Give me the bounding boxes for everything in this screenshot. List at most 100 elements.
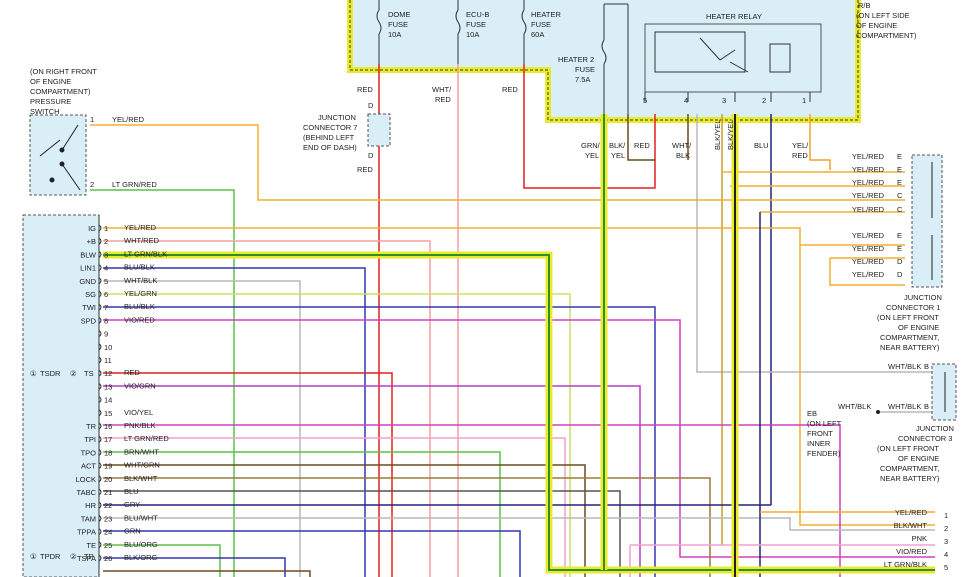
ecu-pin-num-18: 18 (104, 448, 112, 457)
ecu-pin-terminal-18 (98, 449, 102, 456)
ecu-pin-num-13: 13 (104, 382, 112, 391)
ecu-pin-name-25: TE (86, 541, 96, 550)
jc7-line-2: CONNECTOR 7 (303, 123, 357, 132)
jc3-line-5: COMPARTMENT, (880, 464, 939, 473)
tsdr-label: TSDR (40, 369, 61, 378)
jc3-line-6: NEAR BATTERY) (880, 474, 940, 483)
relay-wire-wht-blk: BLK (676, 151, 690, 160)
jc3-pin-2: B (924, 402, 929, 411)
ecu-pin-wire-25: BLU/ORG (124, 540, 158, 549)
jc1-line-3: (ON LEFT FRONT (877, 313, 939, 322)
ecu-pin-name-19: ACT (81, 462, 96, 471)
ecu-pin-num-17: 17 (104, 435, 112, 444)
ts-circle-2: ② (70, 369, 77, 378)
ecu-pin-num-21: 21 (104, 488, 112, 497)
eb-line-4: INNER (807, 439, 831, 448)
jc1-pin-6: E (897, 231, 902, 240)
ecu-pin-num-10: 10 (104, 343, 112, 352)
junction-connector-1: YEL/RED E YEL/RED E YEL/RED E YEL/RED C YEL/RED C… (852, 152, 943, 352)
ecu-pin-wire-18: BRN/WHT (124, 447, 159, 456)
jc1-pin-2: E (897, 165, 902, 174)
ecu-pin-terminal-9 (98, 330, 102, 337)
tpdr-label: TPDR (40, 552, 61, 561)
jc1-line-2: CONNECTOR 1 (886, 303, 940, 312)
jc3-line-2: CONNECTOR 3 (898, 434, 952, 443)
ecu-pin-terminal-19 (98, 462, 102, 469)
pressure-switch-wire-1: YEL/RED (112, 115, 145, 124)
jc3-pin-1: B (924, 362, 929, 371)
ecu-pin-terminal-12 (98, 369, 102, 377)
jc1-wire-9: YEL/RED (852, 270, 885, 279)
ecu-pin-num-6: 6 (104, 290, 108, 299)
jc1-pin-5: C (897, 205, 903, 214)
pressure-switch-line-5: SWITCH (30, 107, 60, 116)
ecu-pin-num-15: 15 (104, 409, 112, 418)
relay-wire-blkyel-1: BLK/YEL (713, 120, 722, 150)
relay-wire-red-bottom: RED (792, 151, 808, 160)
eb-line-2: (ON LEFT (807, 419, 842, 428)
ecu-pin-num-20: 20 (104, 475, 112, 484)
ecu-pin-num-2: 2 (104, 237, 108, 246)
ecu-pin-num-4: 4 (104, 264, 108, 273)
ecu-pin-wire-20: BLK/WHT (124, 474, 158, 483)
ecu-pin-num-3: 3 (104, 250, 108, 259)
jc1-line-1: JUNCTION (904, 293, 942, 302)
ecu-pin-num-19: 19 (104, 462, 112, 471)
ecu-pin-num-1: 1 (104, 224, 108, 233)
wire-label-red-1: RED (357, 85, 373, 94)
relay-wire-yel-top: YEL/ (792, 141, 809, 150)
ecu-pin-name-6: SG (85, 290, 96, 299)
jc3-wire-2: WHT/BLK (888, 402, 921, 411)
bottom-wire-2: BLK/WHT (894, 521, 928, 530)
jc1-wire-6: YEL/RED (852, 231, 885, 240)
junction-connector-7: D D JUNCTION CONNECTOR 7 (BEHIND LEFT EN… (303, 101, 391, 160)
ecu-pin-num-26: 26 (104, 554, 112, 563)
relay-pin-5: 5 (643, 96, 647, 105)
ecu-pin-name-17: TPI (84, 435, 96, 444)
ecu-pin-terminal-14 (98, 396, 102, 403)
ecu-pin-wire-2: WHT/RED (124, 236, 160, 245)
relay-wire-grn: GRN/ (581, 141, 601, 150)
heater2-fuse-label-3: 7.5A (575, 75, 590, 84)
jc1-pin-3: E (897, 178, 902, 187)
ecu-pin-wire-4: BLU/BLK (124, 263, 155, 272)
ecu-pin-terminal-16 (98, 422, 102, 430)
relay-pin-3: 3 (722, 96, 726, 105)
pressure-switch-pin-1: 1 (90, 115, 94, 124)
jc3-line-3: (ON LEFT FRONT (877, 444, 939, 453)
relay-pin-2: 2 (762, 96, 766, 105)
ecu-pin-wire-22: GRY (124, 500, 140, 509)
bottom-wire-3: PNK (912, 534, 927, 543)
ecu-pin-wire-17: LT GRN/RED (124, 434, 169, 443)
ecu-pin-wire-5: WHT/BLK (124, 276, 157, 285)
tsdr-circle-1: ① (30, 369, 37, 378)
jc3-line-4: OF ENGINE (898, 454, 939, 463)
relay-pin-4: 4 (684, 96, 688, 105)
ecu-pin-wire-16: PNK/BLK (124, 421, 156, 430)
eb-wire-label: WHT/BLK (838, 402, 871, 411)
wire-label-red-2: RED (502, 85, 518, 94)
relay-wire-blk: BLK/ (609, 141, 626, 150)
bottom-pin-3: 3 (944, 537, 948, 546)
ecu-pin-num-12: 12 (104, 369, 112, 378)
dome-fuse-label-2: FUSE (388, 20, 408, 29)
jc7-line-3: (BEHIND LEFT (303, 133, 355, 142)
ecu-pin-wire-23: BLU/WHT (124, 513, 158, 522)
rb-location-2: (ON LEFT SIDE (856, 11, 910, 20)
ecu-pin-name-16: TR (86, 422, 97, 431)
jc1-wire-1: YEL/RED (852, 152, 885, 161)
jc1-line-4: OF ENGINE (898, 323, 939, 332)
ecu-pin-wire-15: VIO/YEL (124, 408, 153, 417)
jc1-pin-4: C (897, 191, 903, 200)
bottom-pin-1: 1 (944, 511, 948, 520)
jc1-wire-2: YEL/RED (852, 165, 885, 174)
ecu-pin-num-25: 25 (104, 541, 112, 550)
jc7-line-4: END OF DASH) (303, 143, 357, 152)
ecu-pin-num-7: 7 (104, 303, 108, 312)
ecu-pin-terminal-23 (98, 515, 102, 522)
jc1-wire-4: YEL/RED (852, 191, 885, 200)
ecub-fuse-label-1: ECU-B (466, 10, 489, 19)
heater-fuse-label-3: 60A (531, 30, 544, 39)
ecu-pin-wire-12: RED (124, 368, 140, 377)
